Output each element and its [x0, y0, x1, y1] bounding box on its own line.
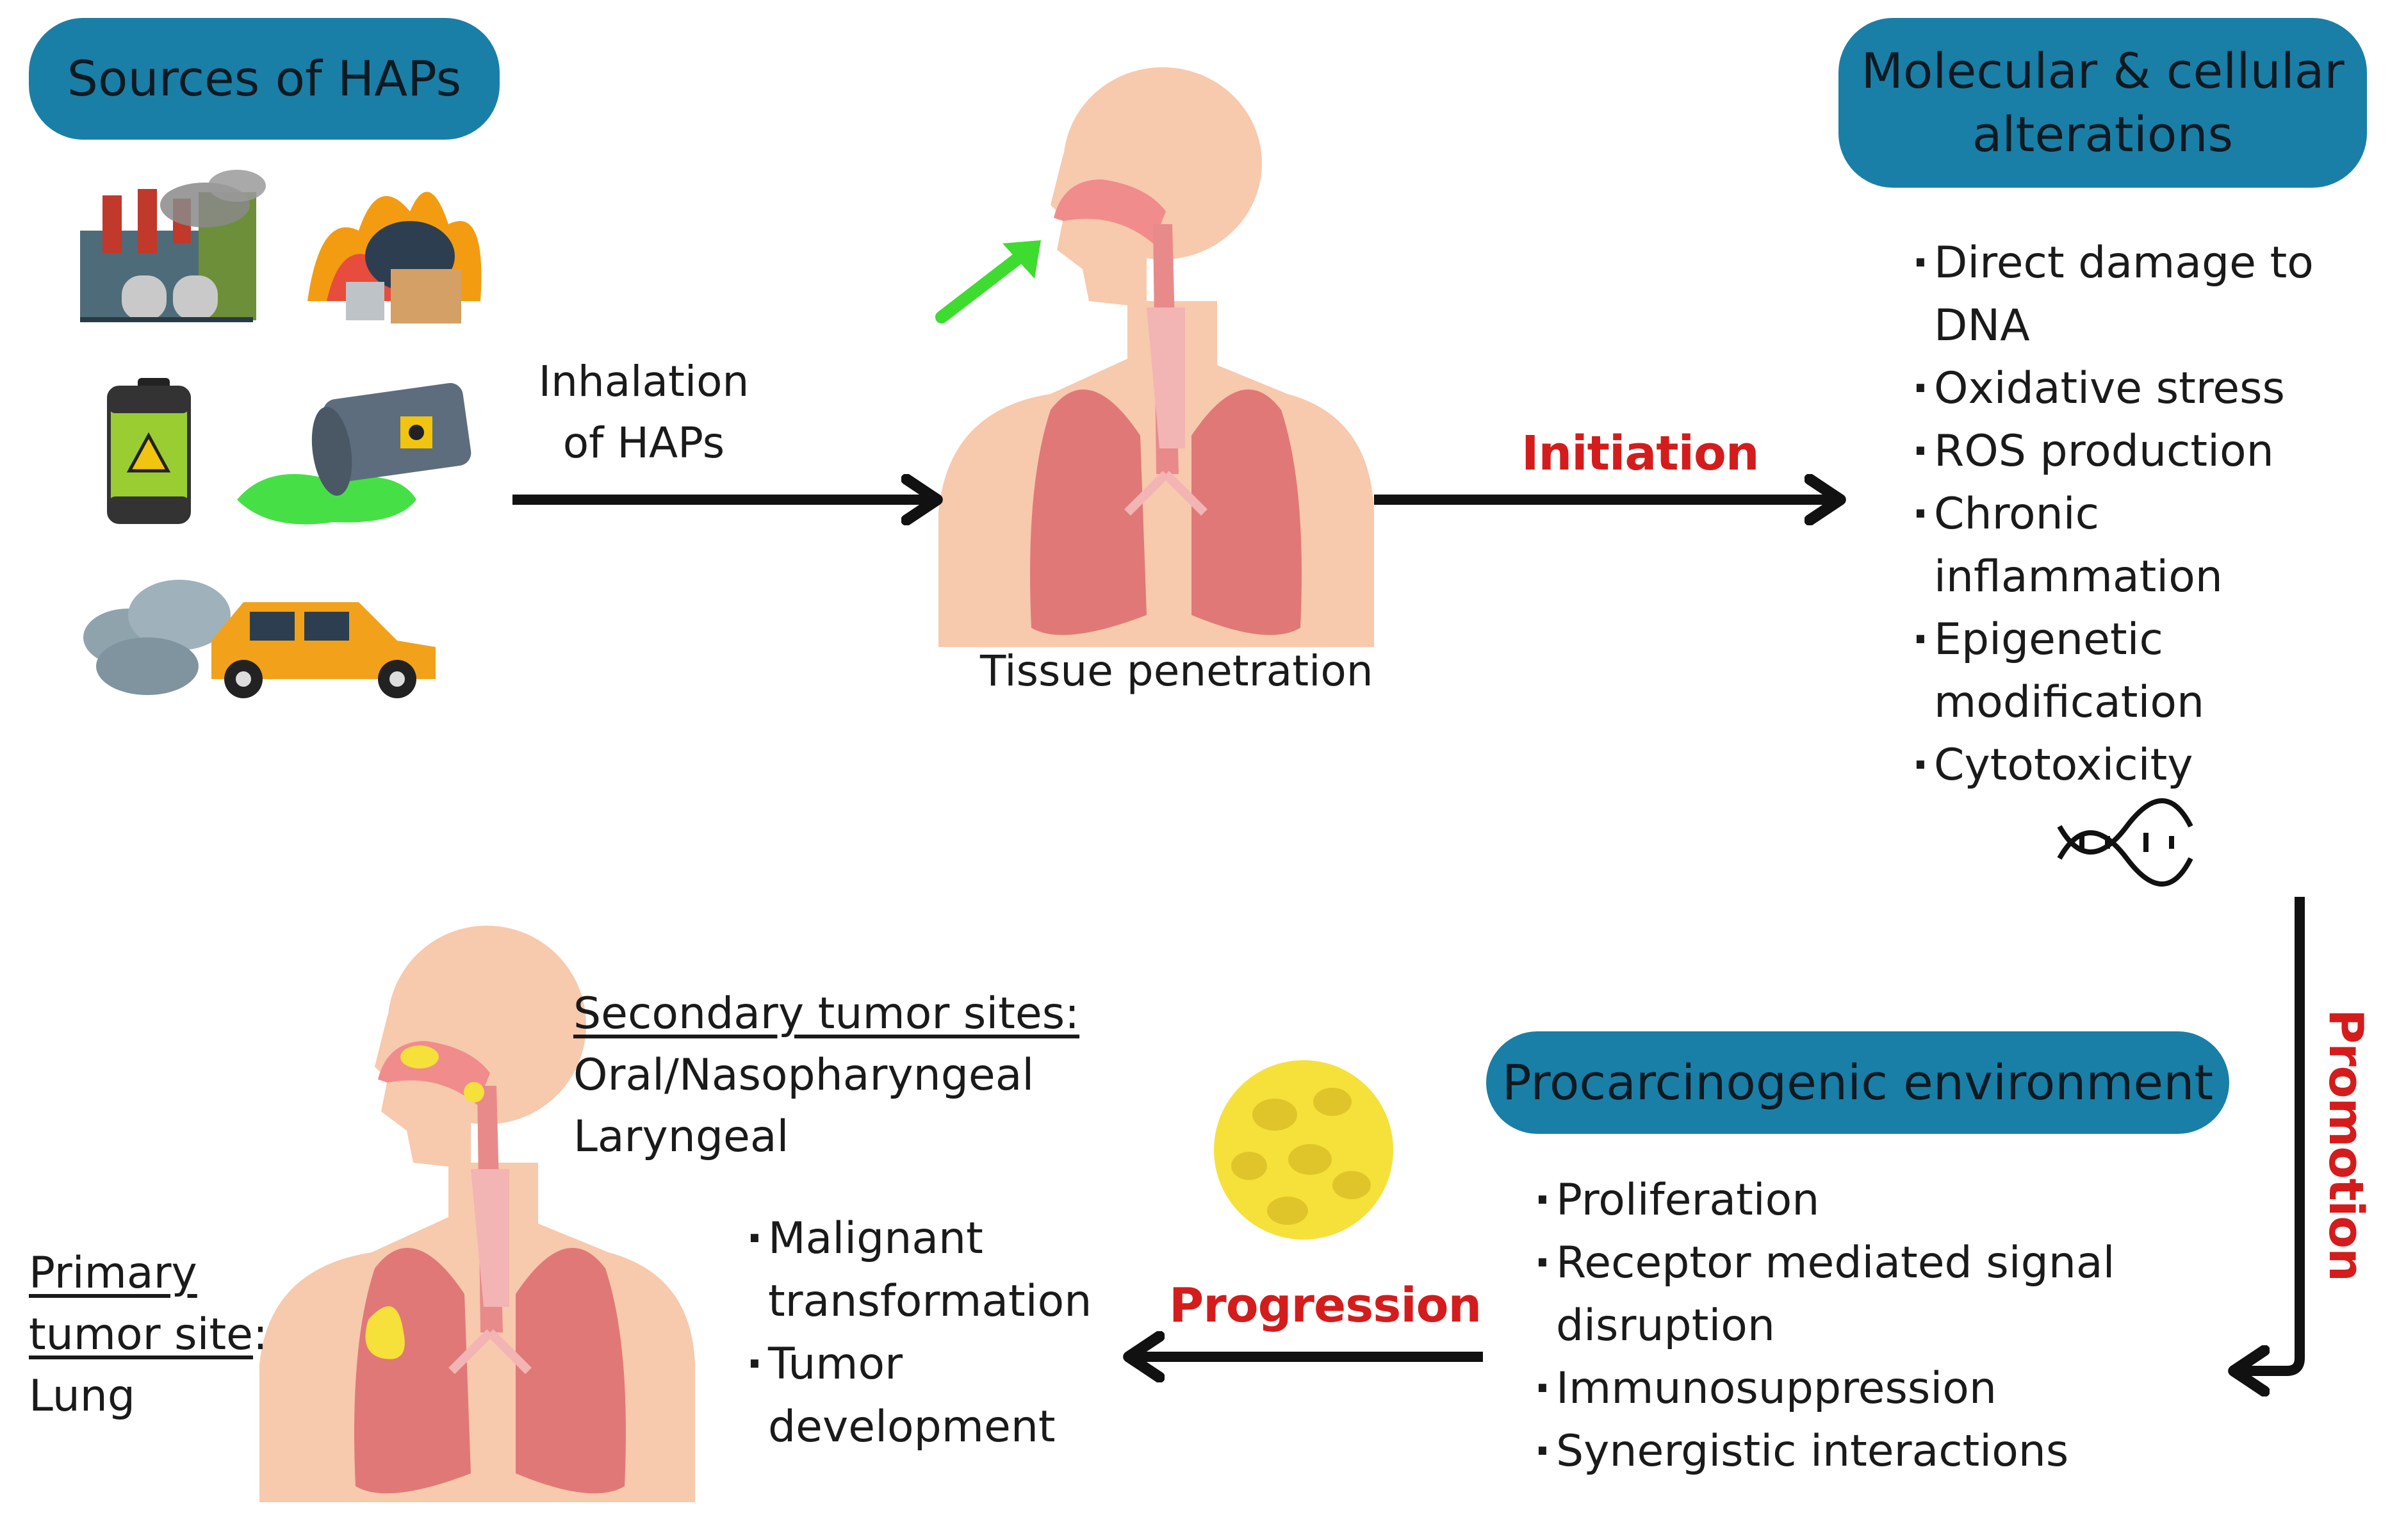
list-item: Proliferation [1534, 1169, 2207, 1232]
human-respiratory-figure-top [938, 67, 1374, 647]
tumor-cell-cluster-icon [1214, 1060, 1393, 1240]
human-respiratory-figure-bottom [259, 926, 695, 1502]
green-arrowhead-icon [1003, 240, 1041, 279]
primary-tumor-site: Primary tumor site: Lung [29, 1243, 268, 1427]
burning-waste-icon [307, 192, 482, 324]
sources-title: Sources of HAPs [67, 49, 462, 107]
list-item: Receptor mediated signal disruption [1534, 1232, 2207, 1357]
list-item: Direct damage to DNA [1912, 232, 2322, 357]
list-item: ROS production [1912, 420, 2322, 483]
molecular-list: Direct damage to DNA Oxidative stress RO… [1912, 232, 2322, 797]
dna-icon [2057, 798, 2193, 887]
molecular-title-line1: Molecular & cellular [1861, 42, 2345, 99]
procarcinogenic-list: Proliferation Receptor mediated signal d… [1534, 1169, 2207, 1483]
promotion-label: Promotion [2318, 1009, 2373, 1281]
list-item: Epigenetic modification [1912, 609, 2322, 734]
procarcinogenic-title-pill: Procarcinogenic environment [1486, 1031, 2229, 1134]
procarcinogenic-title: Procarcinogenic environment [1502, 1053, 2214, 1111]
inhalation-label: Inhalation of HAPs [538, 357, 749, 468]
car-exhaust-icon [83, 580, 436, 698]
secondary-line1: Oral/Nasopharyngeal [573, 1050, 1035, 1101]
list-item: Chronic inflammation [1912, 483, 2322, 609]
list-item: Immunosuppression [1534, 1357, 2207, 1420]
progression-label: Progression [1169, 1278, 1482, 1333]
secondary-line2: Laryngeal [573, 1111, 789, 1162]
list-item: Oxidative stress [1912, 357, 2322, 420]
oral-tumor-marker [400, 1045, 439, 1069]
molecular-title-line2: alterations [1972, 105, 2234, 163]
malignant-list: Malignant transformation Tumor developme… [746, 1208, 1105, 1459]
secondary-tumor-sites: Secondary tumor sites: Oral/Nasopharynge… [573, 983, 1079, 1168]
list-item: Tumor development [746, 1333, 1105, 1459]
battery-icon [107, 378, 191, 524]
laryngeal-tumor-marker [464, 1082, 484, 1102]
factory-icon [80, 170, 266, 322]
sources-title-pill: Sources of HAPs [29, 18, 500, 140]
initiation-label: Initiation [1521, 426, 1760, 481]
lung-tumor-marker [365, 1306, 405, 1359]
list-item: Malignant transformation [746, 1208, 1105, 1333]
list-item: Cytotoxicity [1912, 734, 2322, 797]
green-inhalation-arrow [935, 247, 1031, 324]
list-item: Synergistic interactions [1534, 1420, 2207, 1483]
molecular-title-pill: Molecular & cellular alterations [1838, 18, 2367, 188]
toxic-barrel-icon [237, 382, 471, 525]
primary-heading-line1: Primary [29, 1248, 197, 1298]
primary-value: Lung [29, 1371, 136, 1421]
tissue-penetration-label: Tissue penetration [980, 646, 1373, 696]
arrow-promotion [2239, 897, 2305, 1371]
secondary-heading: Secondary tumor sites: [573, 988, 1080, 1039]
primary-heading-line2: tumor site [29, 1309, 253, 1360]
